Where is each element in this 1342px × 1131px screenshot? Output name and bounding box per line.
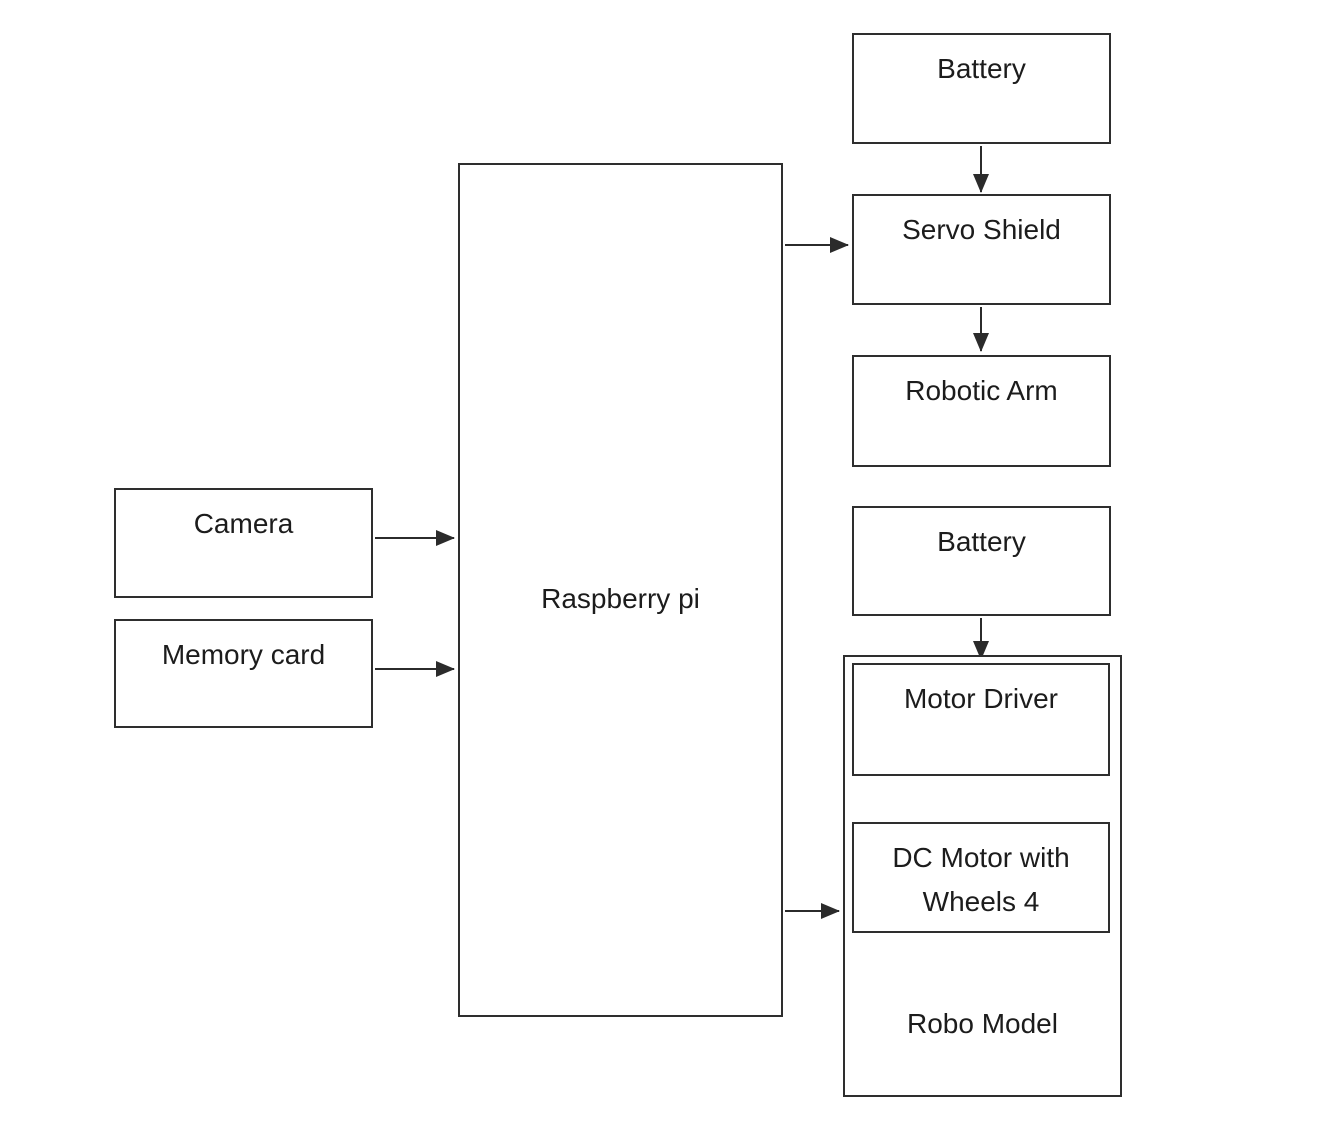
- node-camera: Camera: [114, 488, 373, 598]
- node-label-battery-top: Battery: [937, 53, 1026, 84]
- node-label-raspberry-pi: Raspberry pi: [541, 583, 700, 614]
- node-label-robotic-arm: Robotic Arm: [905, 375, 1058, 406]
- node-memory-card: Memory card: [114, 619, 373, 728]
- node-label-camera: Camera: [193, 508, 294, 539]
- node-label-memory-card: Memory card: [161, 639, 326, 670]
- node-label-battery-mid: Battery: [937, 526, 1026, 557]
- node-label-dc-motor: DC Motor with Wheels 4: [892, 842, 1070, 917]
- node-battery-mid: Battery: [852, 506, 1111, 616]
- node-raspberry-pi: Raspberry pi: [458, 163, 783, 1017]
- node-label-robo-model: Robo Model: [907, 1008, 1058, 1039]
- node-label-motor-driver: Motor Driver: [903, 683, 1058, 714]
- node-motor-driver: Motor Driver: [852, 663, 1110, 776]
- node-robotic-arm: Robotic Arm: [852, 355, 1111, 467]
- node-servo-shield: Servo Shield: [852, 194, 1111, 305]
- node-dc-motor: DC Motor with Wheels 4: [852, 822, 1110, 933]
- node-battery-top: Battery: [852, 33, 1111, 144]
- node-label-servo-shield: Servo Shield: [902, 214, 1061, 245]
